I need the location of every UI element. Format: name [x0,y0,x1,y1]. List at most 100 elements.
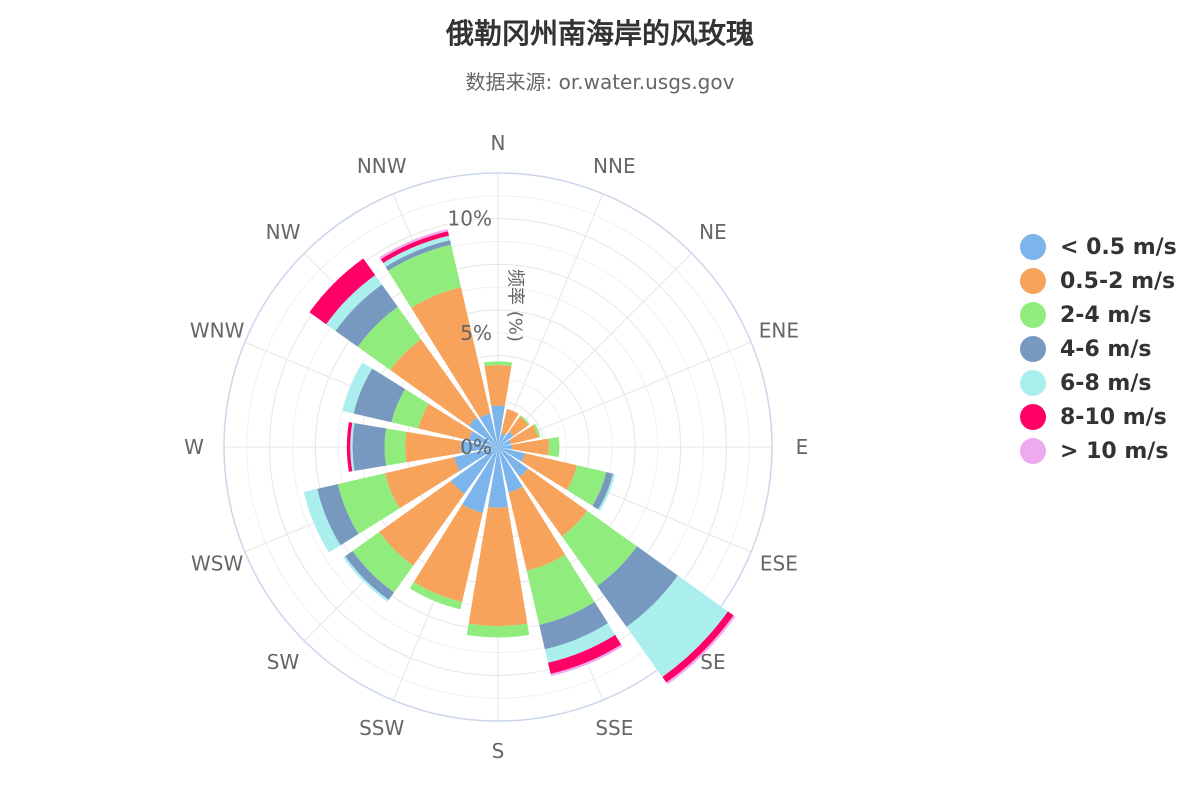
bar-se-series-6[interactable] [666,615,736,685]
bar-ese-series-3[interactable] [592,472,613,510]
bar-nnw-series-5[interactable] [380,231,450,263]
bar-wsw-series-4[interactable] [303,488,341,553]
bar-sse-series-6[interactable] [550,644,623,677]
legend-item[interactable]: 2-4 m/s [1020,298,1177,332]
bar-sse-series-5[interactable] [548,634,622,674]
legend-swatch [1020,302,1046,328]
direction-label-n: N [491,131,506,155]
series-1 [379,287,588,627]
bar-sse-series-0[interactable] [498,447,523,493]
bar-ne-series-0[interactable] [498,431,514,447]
bar-w-series-5[interactable] [346,422,353,472]
bar-nne-series-1[interactable] [501,408,519,435]
bar-nw-series-5[interactable] [309,258,376,325]
bar-sw-series-3[interactable] [345,550,395,600]
bar-w-series-3[interactable] [352,423,387,471]
series-0 [450,405,528,513]
grid-spoke [497,193,604,448]
bar-se-series-5[interactable] [662,611,734,683]
legend-item[interactable]: 6-8 m/s [1020,366,1177,400]
bar-n-series-1[interactable] [484,365,512,407]
series-3 [317,240,678,650]
bar-wnw-series-4[interactable] [342,362,373,414]
bar-e-series-2[interactable] [548,436,560,458]
bar-ese-series-0[interactable] [498,447,526,462]
bar-wnw-series-0[interactable] [468,431,498,447]
bar-sw-series-1[interactable] [379,480,465,566]
bar-ese-series-1[interactable] [521,453,577,490]
bar-wnw-series-3[interactable] [353,368,406,423]
axis-labels: NNNENEENEEESESESSESSSWSWWSWWWNWNWNNW0%5%… [184,131,808,763]
bar-wnw-series-2[interactable] [391,389,429,429]
direction-label-w: W [184,435,204,459]
bar-wsw-series-0[interactable] [454,447,498,471]
bar-n-series-2[interactable] [483,361,513,367]
bar-se-series-4[interactable] [626,575,728,677]
bar-sw-series-0[interactable] [450,447,498,495]
bar-w-series-2[interactable] [384,428,407,466]
bar-se-series-0[interactable] [498,447,528,477]
bar-ssw-series-2[interactable] [409,582,463,610]
bar-se-series-2[interactable] [561,510,637,586]
bar-ese-series-4[interactable] [598,473,616,511]
bar-nnw-series-4[interactable] [383,235,451,267]
bar-w-series-0[interactable] [460,440,498,454]
bar-se-series-1[interactable] [519,468,588,537]
bar-s-series-0[interactable] [488,447,508,508]
bar-sse-series-4[interactable] [544,623,616,663]
bar-wsw-series-3[interactable] [317,484,359,546]
bar-nw-series-3[interactable] [335,284,398,347]
legend-label: 0.5-2 m/s [1060,268,1176,294]
bar-ne-series-2[interactable] [519,415,530,426]
bar-e-series-0[interactable] [498,444,513,450]
bar-n-series-0[interactable] [491,405,505,447]
legend-item[interactable]: < 0.5 m/s [1020,230,1177,264]
bar-ene-series-1[interactable] [509,425,539,444]
bar-s-series-2[interactable] [466,623,530,638]
bar-nnw-series-0[interactable] [479,413,498,447]
bar-nw-series-4[interactable] [326,275,382,331]
legend-swatch [1020,234,1046,260]
bar-ne-series-1[interactable] [508,416,529,437]
bar-se-series-3[interactable] [597,546,678,627]
radial-axis-title: 频率 (%) [505,269,526,342]
legend-label: 8-10 m/s [1060,404,1167,430]
bar-nw-series-1[interactable] [390,339,478,427]
bar-nnw-series-2[interactable] [388,244,461,308]
bar-ene-series-0[interactable] [498,439,512,447]
bar-wsw-series-1[interactable] [385,457,460,509]
bar-sse-series-2[interactable] [526,554,595,625]
bar-nw-series-0[interactable] [468,417,498,447]
bar-ene-series-2[interactable] [533,423,541,438]
legend-label: 2-4 m/s [1060,302,1152,328]
bar-wnw-series-1[interactable] [418,403,473,441]
bar-ssw-series-1[interactable] [413,504,483,603]
direction-label-wnw: WNW [190,319,245,343]
legend-item[interactable]: 8-10 m/s [1020,400,1177,434]
bar-s-series-1[interactable] [468,506,528,627]
legend-item[interactable]: 4-6 m/s [1020,332,1177,366]
bar-w-series-4[interactable] [350,422,355,472]
legend-item[interactable]: > 10 m/s [1020,434,1177,468]
legend-item[interactable]: 0.5-2 m/s [1020,264,1177,298]
bar-nne-series-0[interactable] [498,433,506,447]
bar-nw-series-2[interactable] [357,306,422,371]
direction-label-s: S [492,739,505,763]
bar-sw-series-4[interactable] [343,556,389,602]
bar-sse-series-1[interactable] [508,486,566,571]
series-4 [303,235,728,677]
bar-ese-series-2[interactable] [566,465,607,506]
bar-wsw-series-2[interactable] [337,473,400,534]
bar-e-series-1[interactable] [511,438,549,456]
legend-swatch [1020,404,1046,430]
bar-sw-series-2[interactable] [352,531,414,593]
bar-w-series-1[interactable] [405,431,462,463]
bar-ssw-series-0[interactable] [462,447,498,513]
bar-sse-series-3[interactable] [539,601,608,650]
direction-label-sse: SSE [595,716,633,740]
bar-nnw-series-1[interactable] [411,287,491,418]
bar-nnw-series-6[interactable] [379,229,448,260]
bar-nnw-series-3[interactable] [385,240,452,271]
